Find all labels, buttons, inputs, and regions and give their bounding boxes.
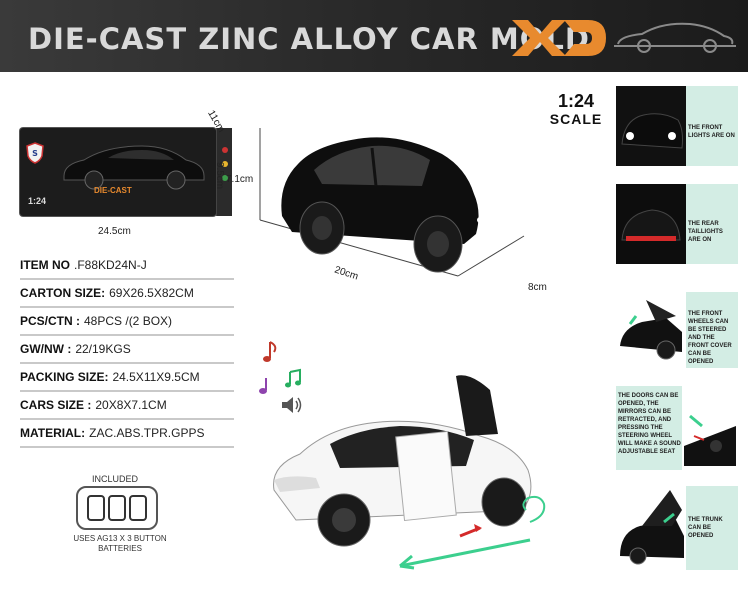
- spec-value: .F88KD24N-J: [74, 258, 147, 272]
- svg-text:S: S: [32, 149, 38, 158]
- spec-label: CARTON SIZE:: [20, 286, 106, 300]
- scale-number: 1:24: [557, 91, 595, 111]
- scale-word: SCALE: [549, 111, 603, 127]
- feature-text: THE FRONT LIGHTS ARE ON: [688, 125, 735, 139]
- spec-value: 69X26.5X82CM: [109, 286, 194, 300]
- feature-image: [616, 86, 686, 166]
- spec-label: ITEM NO: [20, 258, 70, 272]
- spec-label: MATERIAL:: [20, 426, 86, 440]
- feature-text: THE REAR TAILLIGHTS ARE ON: [688, 221, 723, 243]
- box-side-panel: [216, 128, 232, 216]
- spec-row: MATERIAL: ZAC.ABS.TPR.GPPS: [20, 420, 234, 448]
- box-car-image: [63, 145, 205, 190]
- spec-label: PACKING SIZE:: [20, 370, 109, 384]
- feature-panel: THE DOORS CAN BE OPENED, THE MIRRORS CAN…: [616, 386, 738, 470]
- music-note-icon: [285, 368, 301, 388]
- main-car-image: [259, 128, 525, 277]
- spec-row: GW/NW : 22/19KGS: [20, 336, 234, 364]
- feature-text: THE DOORS CAN BE OPENED, THE MIRRORS CAN…: [618, 393, 681, 455]
- feature-panel: THE FRONT WHEELS CAN BE STEERED AND THE …: [616, 292, 738, 368]
- car-width-dimension: 8cm: [528, 282, 547, 293]
- feature-image: [682, 386, 738, 470]
- feature-image: [616, 184, 686, 264]
- box-brand-label: DIE-CAST: [94, 186, 132, 195]
- speaker-icon: [282, 397, 302, 413]
- header-banner: DIE-CAST ZINC ALLOY CAR MOLD: [0, 0, 748, 72]
- spec-value: 48PCS /(2 BOX): [84, 314, 173, 328]
- feature-text: THE FRONT WHEELS CAN BE STEERED AND THE …: [688, 311, 732, 365]
- battery-note: USES AG13 X 3 BUTTON BATTERIES: [73, 534, 167, 553]
- spec-row: CARS SIZE : 20X8X7.1CM: [20, 392, 234, 420]
- banner-title: DIE-CAST ZINC ALLOY CAR MOLD: [28, 22, 590, 56]
- car-height-dimension: 7.1cm: [226, 174, 254, 185]
- white-car-image: [273, 375, 546, 570]
- spec-label: PCS/CTN :: [20, 314, 80, 328]
- battery-cell: [87, 495, 105, 521]
- battery-compartment-icon: [76, 486, 158, 530]
- feature-panel: THE TRUNK CAN BE OPENED: [616, 486, 738, 570]
- battery-cell: [108, 495, 126, 521]
- box-side-dots-icon: [222, 147, 228, 181]
- feature-panel: THE REAR TAILLIGHTS ARE ON: [616, 184, 738, 264]
- box-height-dimension: 9.5cm: [214, 161, 226, 190]
- spec-list: ITEM NO .F88KD24N-J CARTON SIZE: 69X26.5…: [20, 252, 234, 448]
- spec-value: 20X8X7.1CM: [95, 398, 167, 412]
- spec-value: ZAC.ABS.TPR.GPPS: [89, 426, 205, 440]
- scale-badge: 1:24 SCALE: [543, 92, 609, 128]
- box-scale-label: 1:24: [28, 196, 47, 206]
- battery-cell: [129, 495, 147, 521]
- box-width-dimension: 24.5cm: [98, 226, 131, 237]
- shield-icon: S: [26, 142, 44, 164]
- feature-image: [616, 292, 686, 368]
- xd-logo: [512, 20, 606, 56]
- car-outline-icon: [614, 22, 736, 53]
- spec-value: 22/19KGS: [75, 342, 131, 356]
- package-box: S DIE-CAST 1:24: [20, 128, 232, 216]
- feature-text: THE TRUNK CAN BE OPENED: [688, 517, 723, 539]
- feature-panel: THE FRONT LIGHTS ARE ON: [616, 86, 738, 166]
- spec-row: PACKING SIZE: 24.5X11X9.5CM: [20, 364, 234, 392]
- battery-title: INCLUDED: [92, 474, 139, 484]
- music-note-icon: [259, 378, 267, 394]
- feature-image: [616, 486, 686, 570]
- spec-row: PCS/CTN : 48PCS /(2 BOX): [20, 308, 234, 336]
- spec-label: CARS SIZE :: [20, 398, 92, 412]
- spec-value: 24.5X11X9.5CM: [112, 370, 200, 384]
- spec-row: CARTON SIZE: 69X26.5X82CM: [20, 280, 234, 308]
- spec-row: ITEM NO .F88KD24N-J: [20, 252, 234, 280]
- music-note-icon: [263, 341, 277, 362]
- spec-label: GW/NW :: [20, 342, 72, 356]
